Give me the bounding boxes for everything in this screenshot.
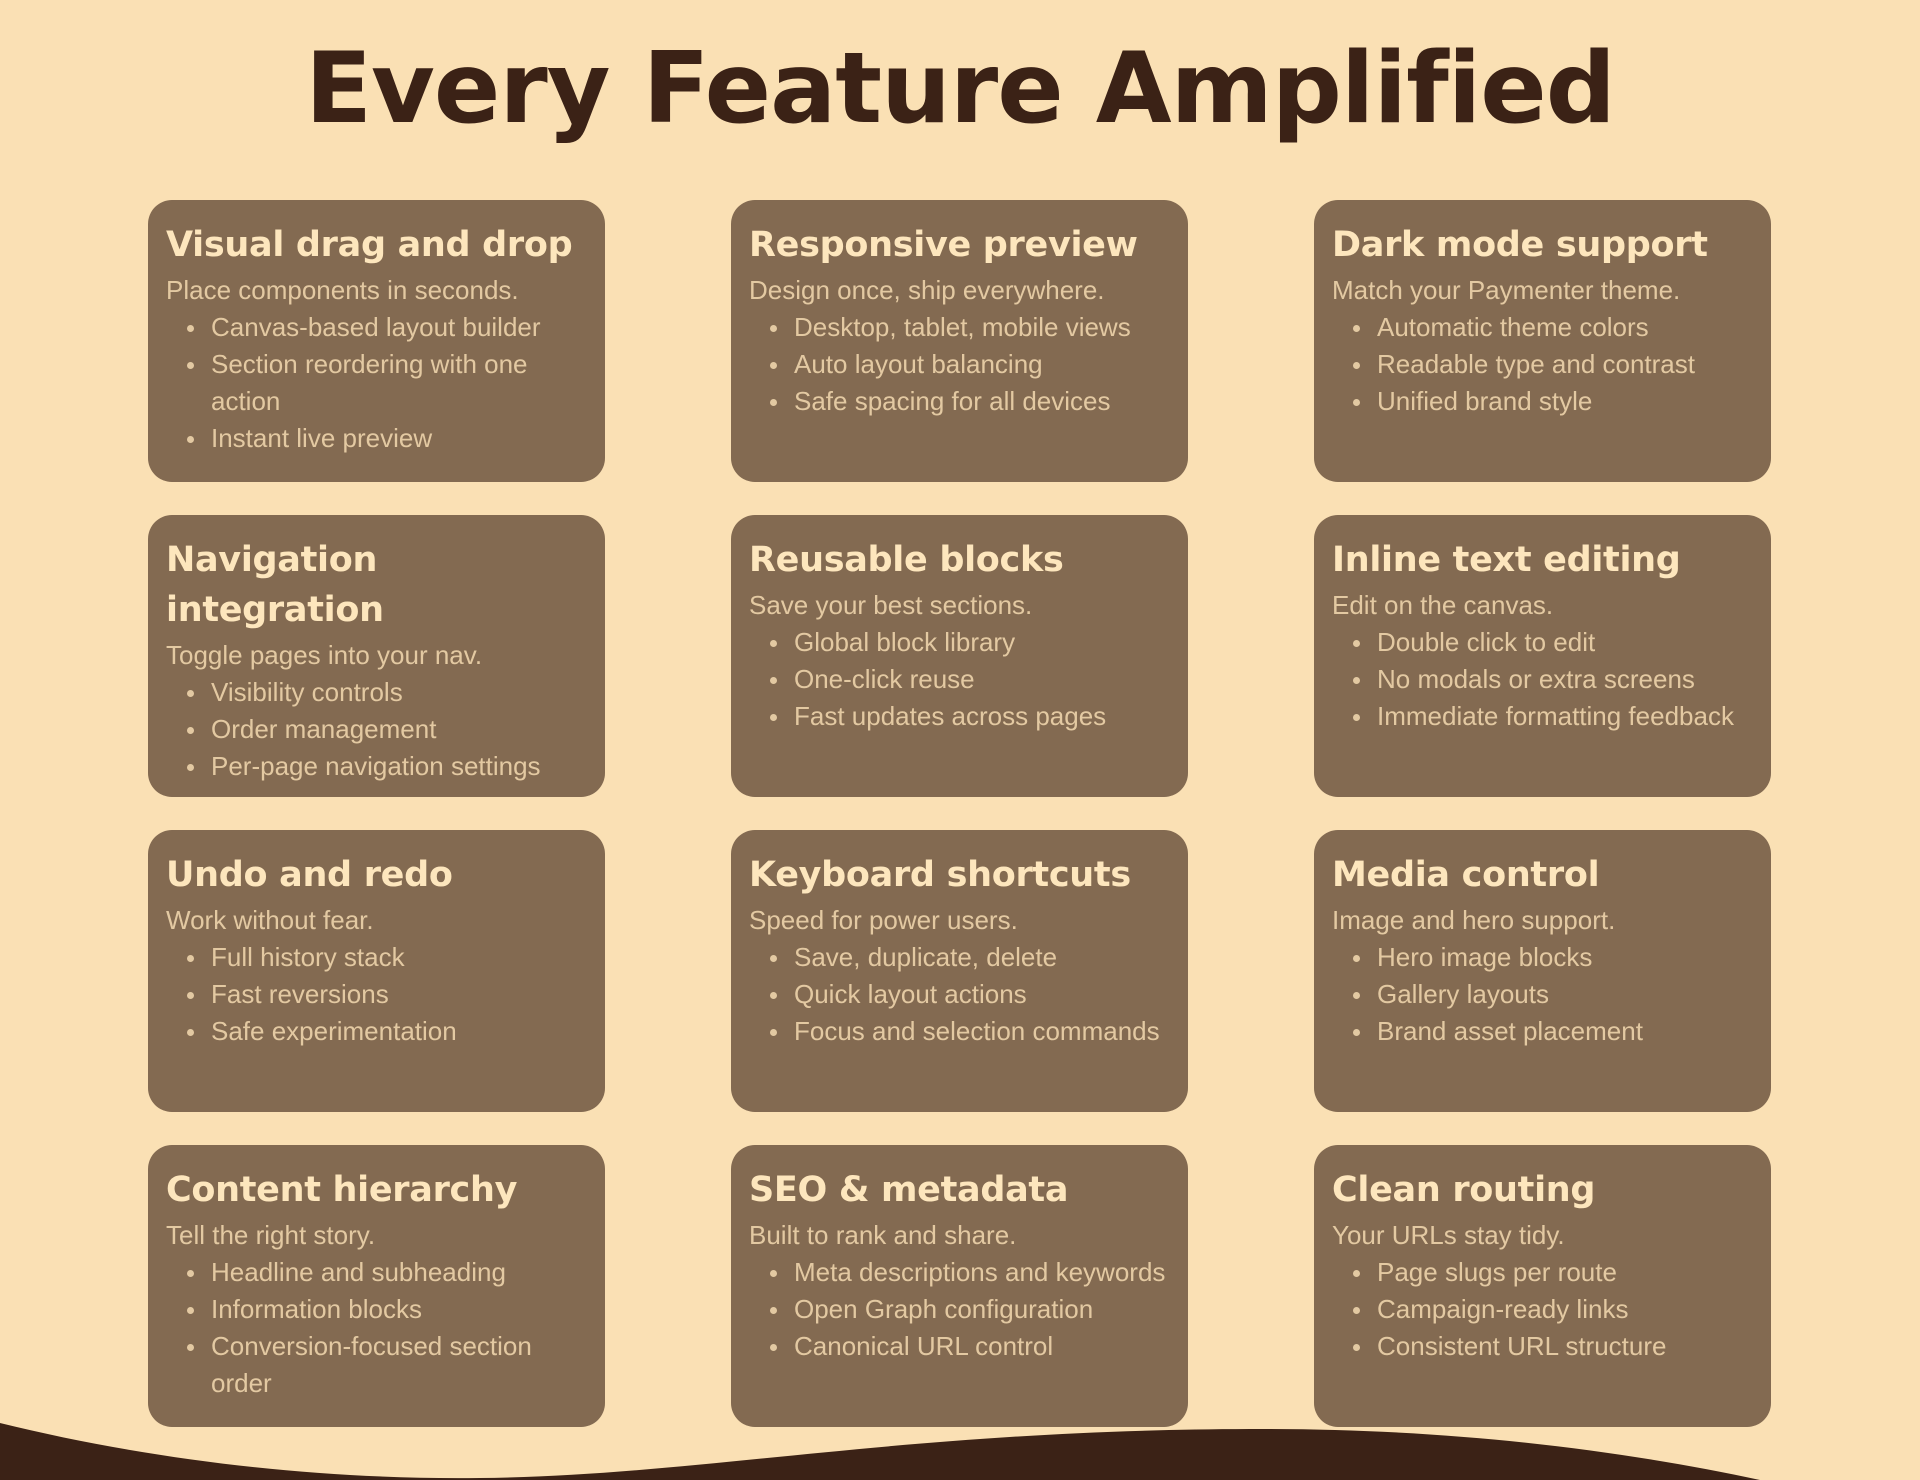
feature-card: Clean routing Your URLs stay tidy. Page … — [1314, 1145, 1771, 1427]
feature-list-item: Information blocks — [187, 1291, 587, 1328]
feature-card-title: Media control — [1332, 855, 1600, 895]
feature-card-subtitle: Save your best sections. — [749, 590, 1033, 620]
feature-card-subtitle: Image and hero support. — [1332, 905, 1616, 935]
feature-list-item: Canonical URL control — [770, 1328, 1170, 1365]
feature-card: Dark mode support Match your Paymenter t… — [1314, 200, 1771, 482]
feature-card: Responsive preview Design once, ship eve… — [731, 200, 1188, 482]
feature-card-title: Clean routing — [1332, 1170, 1596, 1210]
feature-card-subtitle: Your URLs stay tidy. — [1332, 1220, 1565, 1250]
feature-list-item: Headline and subheading — [187, 1254, 587, 1291]
feature-list-item: Global block library — [770, 624, 1170, 661]
feature-card: Visual drag and drop Place components in… — [148, 200, 605, 482]
feature-list-item: Safe experimentation — [187, 1013, 587, 1050]
feature-card-subtitle: Design once, ship everywhere. — [749, 275, 1105, 305]
feature-list-item: Unified brand style — [1353, 383, 1753, 420]
feature-card-subtitle: Place components in seconds. — [166, 275, 519, 305]
feature-card-subtitle: Toggle pages into your nav. — [166, 640, 483, 670]
feature-card-subtitle: Edit on the canvas. — [1332, 590, 1554, 620]
feature-list-item: Safe spacing for all devices — [770, 383, 1170, 420]
feature-list-item: Double click to edit — [1353, 624, 1753, 661]
feature-list-item: Fast reversions — [187, 976, 587, 1013]
feature-card-subtitle: Tell the right story. — [166, 1220, 376, 1250]
feature-list-item: Canvas-based layout builder — [187, 309, 587, 346]
feature-card-title: Visual drag and drop — [166, 225, 573, 265]
feature-list-item: Full history stack — [187, 939, 587, 976]
feature-card-title: Undo and redo — [166, 855, 453, 895]
feature-list-item: Gallery layouts — [1353, 976, 1753, 1013]
feature-list-item: Per-page navigation settings — [187, 748, 587, 785]
feature-card-title: Content hierarchy — [166, 1170, 518, 1210]
feature-list-item: Automatic theme colors — [1353, 309, 1753, 346]
feature-card: SEO & metadata Built to rank and share. … — [731, 1145, 1188, 1427]
feature-list-item: One-click reuse — [770, 661, 1170, 698]
feature-list-item: Visibility controls — [187, 674, 587, 711]
feature-card-subtitle: Speed for power users. — [749, 905, 1018, 935]
page-title: Every Feature Amplified — [305, 32, 1616, 146]
feature-list-item: Conversion-focused section order — [187, 1328, 587, 1402]
feature-card: Navigation integration Toggle pages into… — [148, 515, 605, 797]
feature-grid: Visual drag and drop Place components in… — [148, 200, 1771, 1427]
feature-list-item: Immediate formatting feedback — [1353, 698, 1753, 735]
feature-list-item: Readable type and contrast — [1353, 346, 1753, 383]
feature-list-item: Hero image blocks — [1353, 939, 1753, 976]
feature-card: Media control Image and hero support. He… — [1314, 830, 1771, 1112]
feature-list-item: Meta descriptions and keywords — [770, 1254, 1170, 1291]
bottom-wave-decoration — [0, 1423, 1760, 1480]
feature-list-item: Page slugs per route — [1353, 1254, 1753, 1291]
feature-card: Reusable blocks Save your best sections.… — [731, 515, 1188, 797]
feature-card: Undo and redo Work without fear. Full hi… — [148, 830, 605, 1112]
feature-list-item: No modals or extra screens — [1353, 661, 1753, 698]
feature-card-title: Keyboard shortcuts — [749, 855, 1131, 895]
feature-card-subtitle: Match your Paymenter theme. — [1332, 275, 1681, 305]
feature-list-item: Open Graph configuration — [770, 1291, 1170, 1328]
feature-card-title: Reusable blocks — [749, 540, 1064, 580]
feature-list-item: Quick layout actions — [770, 976, 1170, 1013]
feature-card: Keyboard shortcuts Speed for power users… — [731, 830, 1188, 1112]
feature-card-title: Inline text editing — [1332, 540, 1681, 580]
feature-list-item: Save, duplicate, delete — [770, 939, 1170, 976]
feature-list-item: Auto layout balancing — [770, 346, 1170, 383]
feature-card-title: Dark mode support — [1332, 225, 1708, 265]
feature-list-item: Fast updates across pages — [770, 698, 1170, 735]
feature-card-subtitle: Work without fear. — [166, 905, 374, 935]
feature-card-title: SEO & metadata — [749, 1170, 1069, 1210]
feature-card-title: Navigation integration — [166, 540, 384, 630]
feature-list-item: Brand asset placement — [1353, 1013, 1753, 1050]
feature-list-item: Campaign-ready links — [1353, 1291, 1753, 1328]
feature-card-title: Responsive preview — [749, 225, 1138, 265]
feature-list-item: Consistent URL structure — [1353, 1328, 1753, 1365]
feature-list-item: Section reordering with one action — [187, 346, 587, 420]
feature-list-item: Instant live preview — [187, 420, 587, 457]
feature-card: Inline text editing Edit on the canvas. … — [1314, 515, 1771, 797]
feature-card-subtitle: Built to rank and share. — [749, 1220, 1017, 1250]
feature-card: Content hierarchy Tell the right story. … — [148, 1145, 605, 1427]
feature-list-item: Desktop, tablet, mobile views — [770, 309, 1170, 346]
feature-list-item: Focus and selection commands — [770, 1013, 1170, 1050]
feature-list-item: Order management — [187, 711, 587, 748]
